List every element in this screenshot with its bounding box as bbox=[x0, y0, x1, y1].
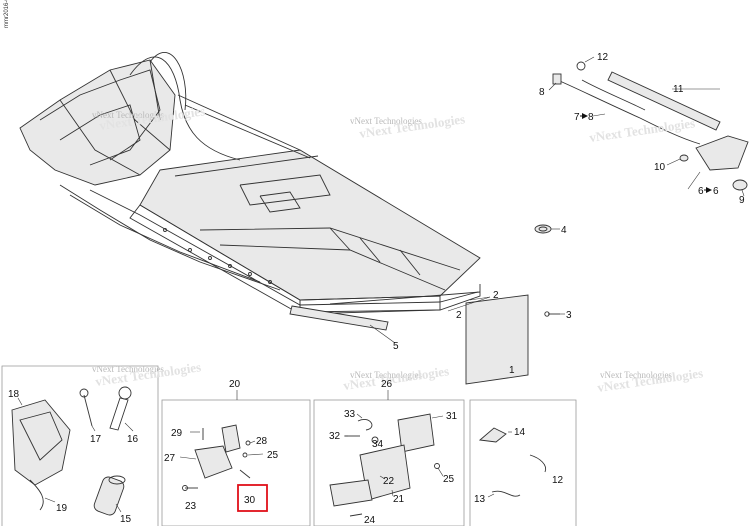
callout: 12 bbox=[552, 475, 564, 486]
callout: 3 bbox=[566, 310, 572, 321]
kit-box-26 bbox=[313, 390, 465, 526]
callout: 17 bbox=[90, 434, 102, 445]
svg-text:vNext Technologies: vNext Technologies bbox=[350, 370, 422, 380]
callout: 2 bbox=[456, 310, 462, 321]
drawing-code: mmr2016-049-001 bbox=[4, 0, 10, 28]
callout: 1 bbox=[509, 365, 515, 376]
callout: 18 bbox=[8, 389, 20, 400]
callout: 12 bbox=[597, 52, 609, 63]
callout: 24 bbox=[364, 515, 376, 526]
callout: 34 bbox=[372, 439, 384, 450]
callout: 8 bbox=[539, 87, 545, 98]
side-strip-part bbox=[289, 305, 396, 344]
callout: 5 bbox=[393, 341, 399, 352]
chassis-frame bbox=[19, 52, 481, 315]
callout: 33 bbox=[344, 409, 356, 420]
snow-flap-part bbox=[447, 294, 529, 385]
callout: 29 bbox=[171, 428, 183, 439]
callout-highlighted: 30 bbox=[244, 495, 256, 506]
callout: 8 bbox=[588, 112, 594, 123]
svg-text:vNext Technologies: vNext Technologies bbox=[588, 115, 696, 145]
callout: 6 bbox=[713, 186, 719, 197]
callout: 6 bbox=[698, 186, 704, 197]
callout: 2 bbox=[493, 290, 499, 301]
callout: 19 bbox=[56, 503, 68, 514]
svg-text:vNext Technologies: vNext Technologies bbox=[92, 110, 164, 120]
callout: 15 bbox=[120, 514, 132, 525]
callout: 13 bbox=[474, 494, 486, 505]
kit-box-right bbox=[469, 399, 577, 526]
callout: 4 bbox=[561, 225, 567, 236]
callout: 26 bbox=[381, 379, 393, 390]
callout: 28 bbox=[256, 436, 268, 447]
callout: 32 bbox=[329, 431, 341, 442]
kit-box-20 bbox=[161, 390, 311, 526]
callout: 25 bbox=[443, 474, 455, 485]
callout: 22 bbox=[383, 476, 395, 487]
callout: 9 bbox=[739, 195, 745, 206]
arrow-marks bbox=[580, 113, 712, 193]
callout: 14 bbox=[514, 427, 526, 438]
callout: 11 bbox=[673, 84, 684, 95]
svg-text:vNext Technologies: vNext Technologies bbox=[600, 370, 672, 380]
callout: 31 bbox=[446, 411, 458, 422]
callout: 23 bbox=[185, 501, 197, 512]
callout: 16 bbox=[127, 434, 139, 445]
svg-text:vNext Technologies: vNext Technologies bbox=[342, 363, 450, 393]
highlight-box bbox=[237, 484, 268, 512]
taillight-assembly bbox=[548, 56, 749, 197]
callout: 21 bbox=[393, 494, 405, 505]
callouts: 1 2 2 3 4 5 6 7 8 8 6 9 10 11 12 12 13 1… bbox=[8, 52, 745, 526]
svg-text:vNext Technologies: vNext Technologies bbox=[92, 364, 164, 374]
callout: 27 bbox=[164, 453, 176, 464]
kit-box-left bbox=[1, 365, 159, 526]
svg-text:vNext Technologies: vNext Technologies bbox=[350, 116, 422, 126]
callout: 7 bbox=[574, 112, 580, 123]
callout: 25 bbox=[267, 450, 279, 461]
callout: 20 bbox=[229, 379, 241, 390]
grommet-part bbox=[534, 224, 560, 234]
callout: 10 bbox=[654, 162, 666, 173]
bolt-part bbox=[544, 311, 565, 317]
